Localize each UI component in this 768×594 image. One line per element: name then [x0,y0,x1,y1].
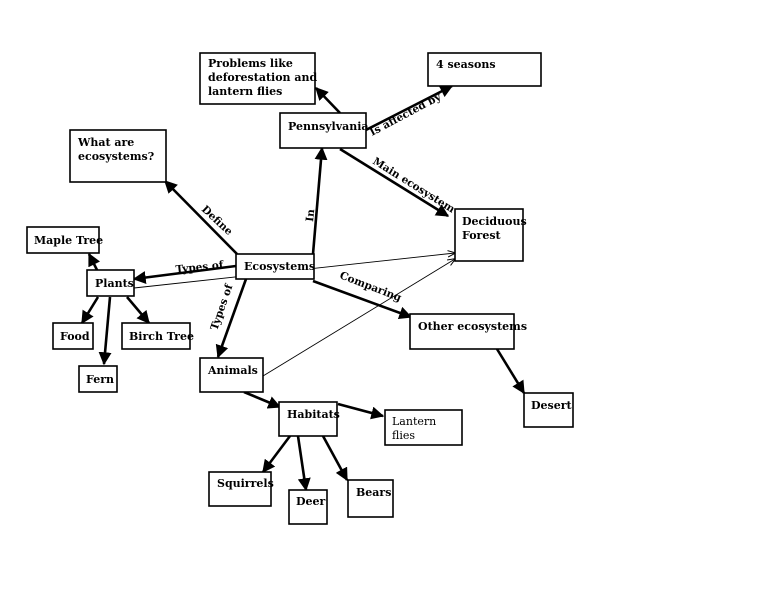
edge-habitats-to-lantern [337,402,385,420]
edge-animals-to-deciduous [262,259,455,377]
edge-ecosystems-to-what-are [164,180,238,255]
node-deciduous-line-1: Deciduous [462,215,527,228]
node-habitats: Habitats [278,401,340,437]
node-food: Food [52,322,94,350]
edge-plants-to-food [80,296,100,325]
edge-animals-to-habitats [243,390,282,409]
edge-habitats-to-bears [321,435,349,482]
node-pennsylvania-label: Pennsylvania [288,120,369,133]
node-lantern-line-2: flies [392,429,415,442]
node-problems-line-3: lantern flies [208,85,282,98]
edge-other-to-desert [495,348,526,395]
node-problems-line-1: Problems like [208,57,293,70]
edge-pennsylvania-to-four-seasons [361,84,454,134]
node-deciduous-line-2: Forest [462,229,502,242]
node-four-seasons: 4 seasons [427,52,542,87]
node-habitats-label: Habitats [287,408,340,421]
node-what-are-line-2: ecosystems? [78,150,154,163]
node-pennsylvania: Pennsylvania [279,112,369,149]
edge-pennsylvania-to-problems [315,87,341,114]
edge-pennsylvania-to-deciduous [339,147,450,218]
edge-label-is-affected-by: Is affected by [368,91,444,139]
edge-plants-to-maple [87,252,101,271]
edges [80,84,526,492]
node-plants: Plants [86,269,135,297]
node-what-are-line-1: What are [77,136,134,149]
node-other-ecosystems-label: Other ecosystems [418,320,527,333]
node-desert: Desert [523,392,574,428]
edge-label-types-of-plants: Types of [175,259,225,276]
edge-plants-to-birch [126,296,150,324]
edge-label-in: In [304,208,317,222]
node-ecosystems: Ecosystems [235,253,315,280]
node-deer: Deer [288,489,328,525]
edge-label-comparing: Comparing [338,270,404,305]
node-birch-tree: Birch Tree [121,322,194,350]
edge-ecosystems-to-plants [132,264,237,284]
edge-habitats-to-squirrels [261,435,292,474]
edge-label-main-ecosystem: Main ecosystem [370,155,456,215]
node-deer-label: Deer [296,495,326,508]
node-maple-tree: Maple Tree [26,226,103,254]
node-bears-label: Bears [356,486,391,499]
edge-habitats-to-deer [296,435,311,492]
node-birch-tree-label: Birch Tree [129,330,194,343]
node-lantern-line-1: Lantern [392,415,436,428]
edge-ecosystems-to-pennsylvania [311,146,328,255]
edge-label-types-of-animals: Types of [208,281,235,332]
node-maple-tree-label: Maple Tree [34,234,103,247]
node-animals-label: Animals [207,364,258,377]
node-other-ecosystems: Other ecosystems [409,313,527,350]
node-squirrels-label: Squirrels [217,477,274,490]
node-desert-label: Desert [531,399,573,412]
node-four-seasons-label: 4 seasons [436,58,496,71]
node-bears: Bears [347,479,394,518]
node-food-label: Food [60,330,90,343]
edge-plants-to-fern [98,296,112,366]
node-ecosystems-label: Ecosystems [244,260,315,273]
node-plants-label: Plants [95,277,134,290]
node-fern-label: Fern [86,373,114,386]
edge-ecosystems-to-other [312,279,413,320]
edge-ecosystems-to-animals [215,278,248,359]
node-problems-line-2: deforestation and [208,71,318,84]
node-squirrels: Squirrels [208,471,274,507]
node-animals: Animals [199,357,264,393]
node-fern: Fern [78,365,118,393]
